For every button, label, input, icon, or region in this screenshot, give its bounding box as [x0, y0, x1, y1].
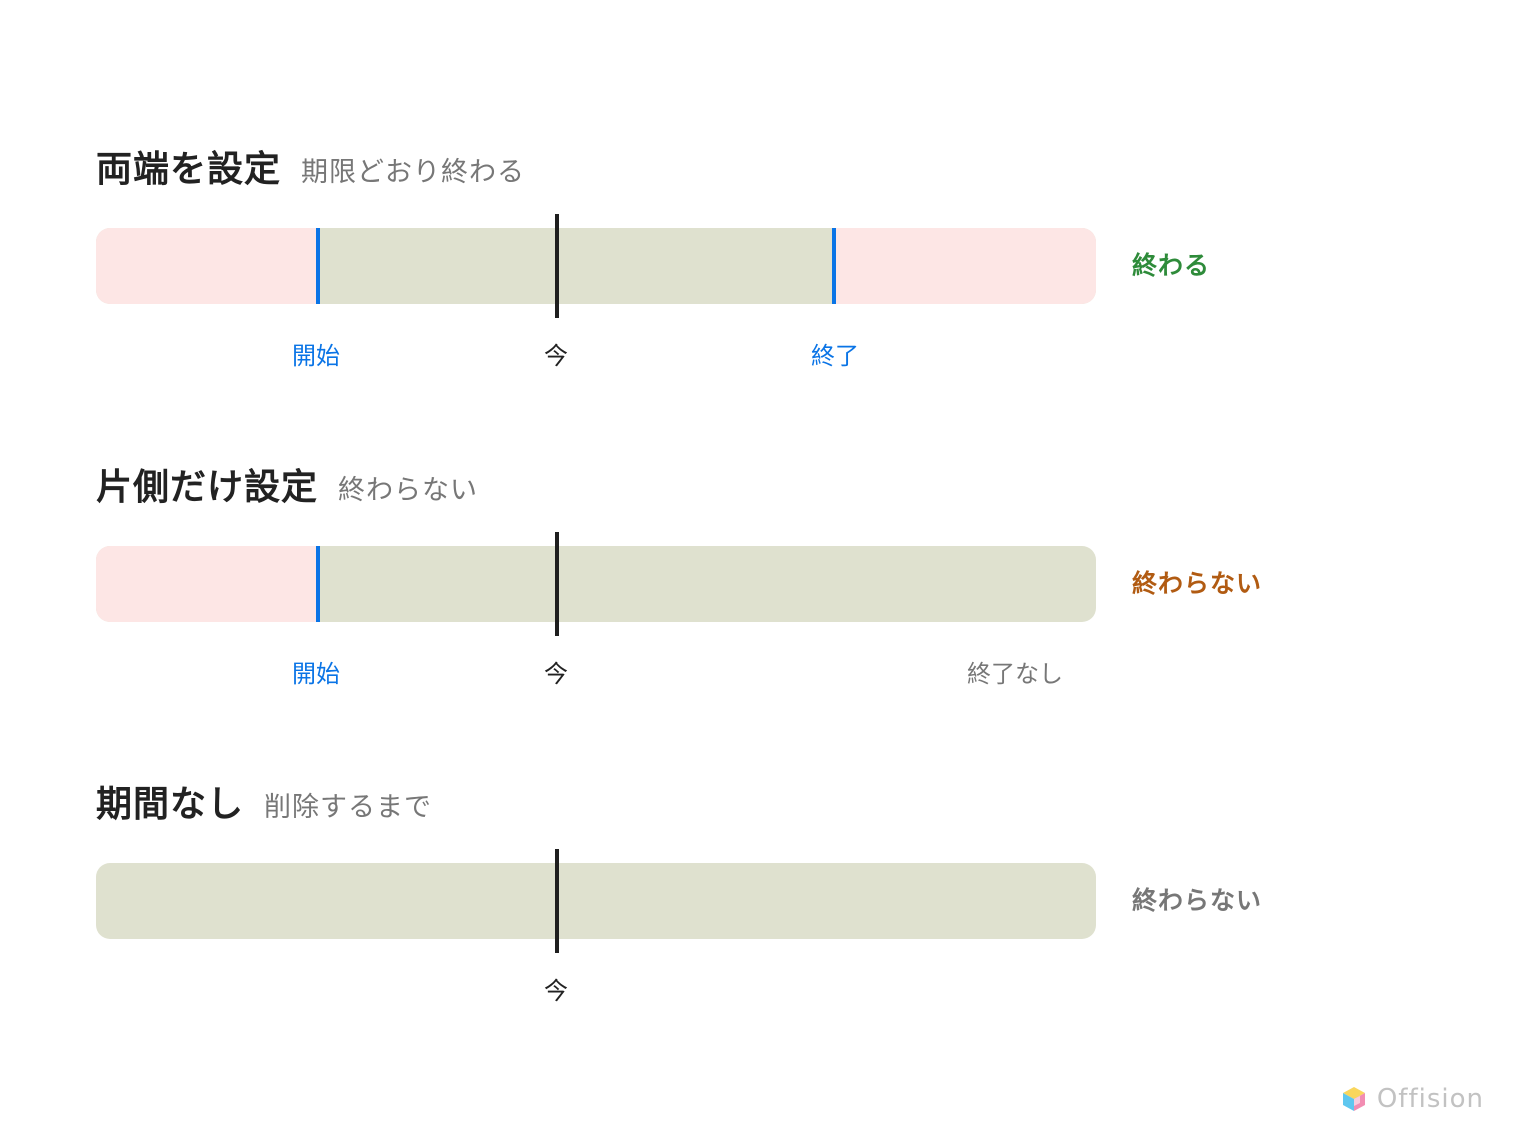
after-end-segment [834, 228, 1096, 304]
cube-logo-icon [1342, 1087, 1365, 1111]
end-label: 終了 [811, 342, 859, 370]
start-label: 開始 [292, 660, 340, 688]
now-label: 今 [544, 660, 568, 688]
brand-logo: Offision [1341, 1084, 1484, 1114]
before-start-segment [96, 546, 318, 622]
now-line [555, 532, 559, 636]
section-heading: 両端を設定 期限どおり終わる [96, 140, 525, 190]
section-subtitle: 終わらない [338, 475, 479, 506]
end-marker [832, 228, 836, 304]
section-heading: 片側だけ設定 終わらない [96, 458, 478, 508]
section-heading: 期間なし 削除するまで [96, 775, 432, 825]
result-label: 終わらない [1132, 569, 1263, 598]
now-label: 今 [544, 342, 568, 370]
section-title: 両端を設定 [96, 149, 282, 190]
section-title: 片側だけ設定 [96, 467, 319, 508]
section-subtitle: 削除するまで [264, 792, 433, 823]
now-label: 今 [544, 977, 568, 1005]
section-no-period: 期間なし 削除するまで 今 終わらない [96, 775, 1396, 1035]
section-subtitle: 期限どおり終わる [301, 157, 526, 188]
section-title: 期間なし [96, 784, 245, 825]
start-marker [316, 228, 320, 304]
result-label: 終わる [1132, 251, 1211, 280]
start-label: 開始 [292, 342, 340, 370]
section-both-ends: 両端を設定 期限どおり終わる 開始 今 終了 終わる [96, 140, 1396, 400]
now-line [555, 849, 559, 953]
section-one-side: 片側だけ設定 終わらない 開始 今 終了なし 終わらない [96, 458, 1396, 718]
now-line [555, 214, 559, 318]
start-marker [316, 546, 320, 622]
timeline-bar [96, 228, 1096, 304]
before-start-segment [96, 228, 318, 304]
no-end-label: 終了なし [967, 660, 1063, 688]
timeline-bar [96, 546, 1096, 622]
result-label: 終わらない [1132, 886, 1263, 915]
timeline-bar [96, 863, 1096, 939]
logo-text: Offision [1376, 1084, 1484, 1114]
